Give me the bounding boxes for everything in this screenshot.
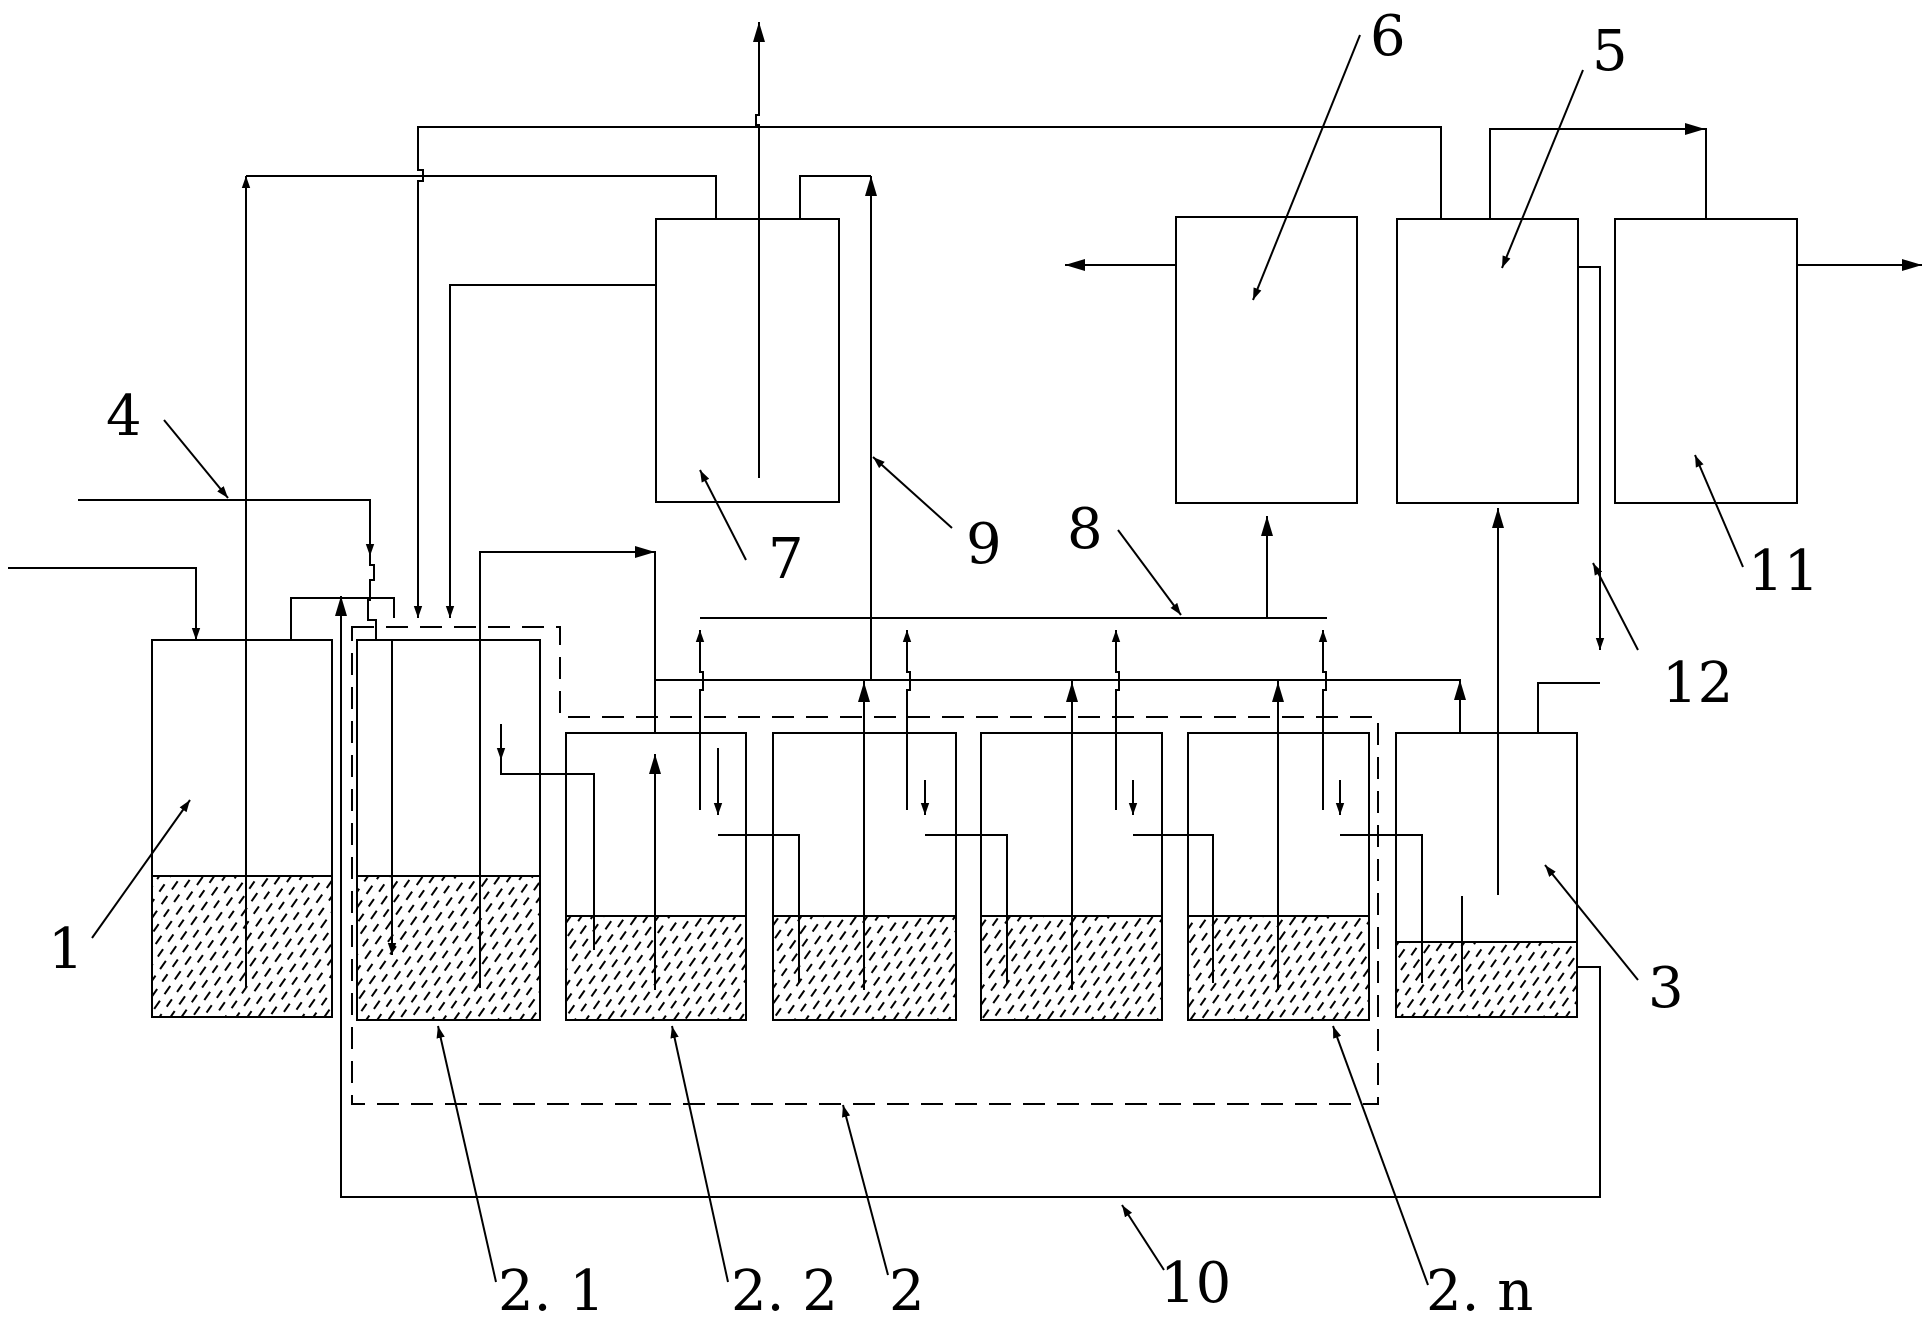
label-12: 12 [1662,651,1733,716]
gas-branch-a [695,630,705,810]
unit-7-vent [753,22,765,478]
unit-2-boundary [351,626,1379,1105]
tank-3 [1395,732,1578,1018]
label-9: 9 [966,512,1002,577]
unit-7-to-tank-2-1 [445,284,656,618]
label-10: 10 [1160,1251,1231,1316]
unit-6 [1175,216,1358,504]
label-2-1: 2. 1 [498,1259,605,1321]
distribution-line [656,679,1461,733]
label-7: 7 [768,527,804,592]
label-2-2: 2. 2 [731,1259,838,1321]
gas-branch-c [1111,630,1121,810]
top-pipe-to-unit-7 [246,175,717,219]
unit-5 [1396,218,1579,504]
tank-2-1 [356,639,541,1021]
unit-7 [655,218,840,503]
leader-lines [91,34,1744,1286]
label-3: 3 [1648,956,1684,1021]
overflow-2-n-pipe [1340,834,1423,983]
riser-9 [799,175,872,680]
gas-branch-b [902,630,912,810]
label-2: 2 [889,1259,925,1321]
overflow-2-4-pipe [1133,834,1214,983]
line-12-tail [1537,682,1600,733]
label-2-n: 2. n [1426,1259,1533,1321]
label-8: 8 [1067,497,1103,562]
overflow-2-2-pipe [718,834,800,983]
overflow-2-3-pipe [925,834,1008,983]
unit-5-to-11 [1489,128,1707,219]
label-5: 5 [1592,19,1628,84]
label-6: 6 [1370,4,1406,69]
feed-line-4-continue [367,556,377,640]
label-4: 4 [106,384,142,449]
tank-2-1-to-2-2-pipe [500,760,595,950]
feed-line-4 [78,499,375,556]
label-1: 1 [48,917,84,982]
return-line-from-5 [413,126,1442,618]
tank-1 [151,639,333,1018]
gas-branch-d [1318,630,1328,810]
label-11: 11 [1748,539,1819,604]
line-10 [335,596,1601,1198]
unit-11 [1614,218,1798,504]
line-12 [1578,266,1605,650]
feed-line-tank-1 [8,567,201,640]
overflow-tank-1-to-2-1 [290,597,395,640]
